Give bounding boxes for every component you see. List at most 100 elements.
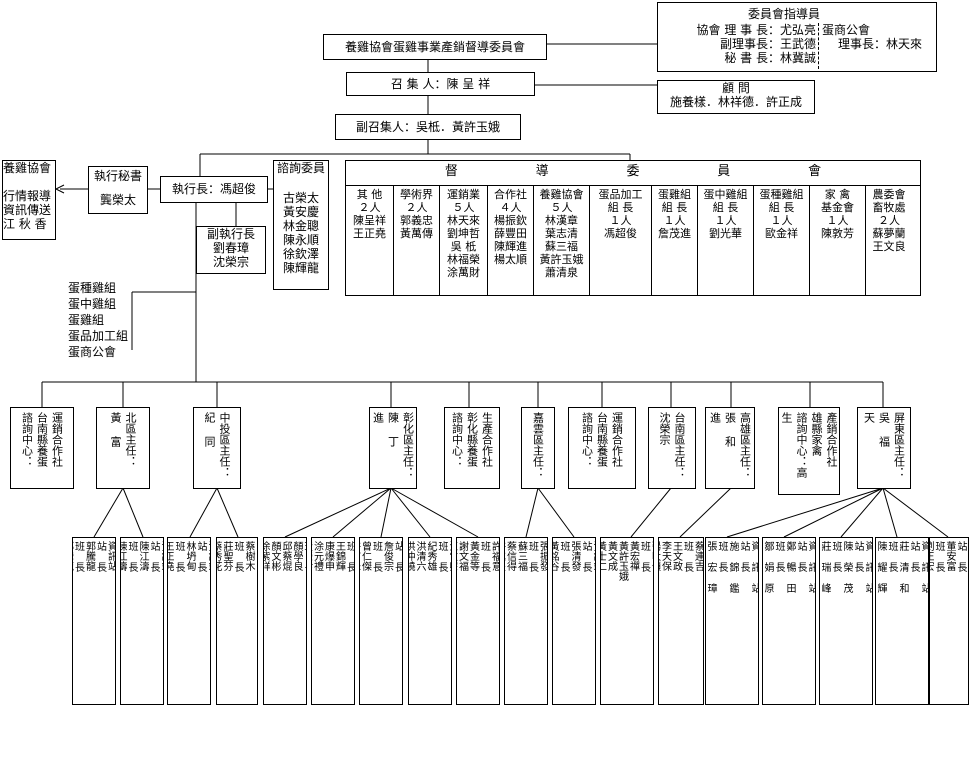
supervisory-header-char: 導 xyxy=(535,164,549,179)
station-box: 屏北二區資 訊 站站 長莊 清 和班 長陳 耀 輝郭 明 耀 xyxy=(875,537,929,705)
supervisory-entry: 組 長 xyxy=(712,201,739,214)
group-item: 蛋商公會 xyxy=(68,345,117,359)
region-text: 黃 富 xyxy=(109,412,122,447)
supervisory-entry: 葉志清 xyxy=(545,227,578,240)
consultant-names: 施養樣．林祥德．許正成 xyxy=(669,95,802,109)
station-text: 詹俊宗 xyxy=(381,541,393,571)
station-text: 站 長 xyxy=(704,541,705,704)
region-box: 生產合作社彰化縣養蛋諮詢中心： xyxy=(444,407,500,489)
station-text: 莊聖芬 xyxy=(221,541,232,571)
deputy-exec-name: 沈榮宗 xyxy=(212,255,249,269)
association-line: 行情報導 xyxy=(3,189,52,203)
station-text: 黃宏禪 xyxy=(627,541,639,571)
supervisory-entry: ５人 xyxy=(452,201,475,214)
region-text: 進 xyxy=(708,412,722,423)
supervisory-entry: 楊太順 xyxy=(494,253,527,266)
supervisory-entry: 郭義忠 xyxy=(400,214,433,227)
groups-list: 蛋種雞組 蛋中雞組 蛋雞組 蛋品加工組 蛋商公會 xyxy=(68,280,128,360)
supervisory-entry: 蕭清泉 xyxy=(545,266,578,279)
supervisory-entry: 畜牧處 xyxy=(872,201,906,214)
supervisory-entry: 運銷業 xyxy=(447,188,480,201)
supervisory-entry: 農委會 xyxy=(872,188,906,201)
supervisory-header-char: 督 xyxy=(444,164,458,179)
consult-members-title: 諮詢委員 xyxy=(276,161,325,175)
supervisory-header: 督 導 委 員 會 xyxy=(346,165,920,181)
region-text: 生 xyxy=(780,412,793,423)
station-text: 陳江濤 xyxy=(120,541,126,571)
station-text: 資 訊 站 xyxy=(749,541,759,593)
station-text: 班 長 xyxy=(232,541,243,572)
region-text: 天 xyxy=(862,412,876,423)
region-text: 張 和 xyxy=(723,412,737,447)
station-text: 站 長 xyxy=(580,541,591,572)
station-text: 張 宏 璋 xyxy=(705,541,716,593)
supervisory-entry: １人 xyxy=(770,214,793,227)
supervisory-entry: 家 禽 xyxy=(824,188,851,201)
station-text: 陳 耀 輝 xyxy=(875,541,886,593)
region-box: 產銷合作社雄縣家禽諮詢中心：高生 xyxy=(778,407,840,495)
supervisory-entry: 蛋品加工 xyxy=(598,188,643,201)
association-box: 養雞協會 行情報導 資訊傳送 江 秋 香 xyxy=(2,160,56,240)
station-text: 站 長 xyxy=(738,541,749,572)
station-text: 曾仁傑 xyxy=(359,541,371,571)
supervisory-entry: 陳敦芳 xyxy=(821,227,854,240)
station-text: 蔡樹木 xyxy=(243,541,254,571)
convener: 召 集 人：陳 呈 祥 xyxy=(346,72,535,96)
station-text: 郭騰龍 xyxy=(83,541,95,571)
station-text: 班 長 xyxy=(173,541,184,572)
station-text: 站 長 xyxy=(254,541,258,572)
exec-director: 執行長：馮超俊 xyxy=(160,176,268,203)
station-text: 許福意 xyxy=(489,541,500,571)
supervisory-entry: 蛋中雞組 xyxy=(703,188,748,201)
supervisory-entry: 養雞協會 xyxy=(539,188,584,201)
station-text: 站 長 xyxy=(795,541,806,572)
region-text: 北區主任： xyxy=(124,412,137,467)
station-box: 彰東區資訊站站 長顏俊藤班 長顏學良邱蔡焜顏文彬涂紫祥顏水溢董燦杰邱石崇溫傳增 xyxy=(263,537,307,705)
station-text: 王錦輝 xyxy=(333,541,345,571)
advisor-line: 協會 理 事 長：尤弘亮 xyxy=(696,23,816,37)
station-text: 班 長 xyxy=(126,541,137,572)
region-text: 紀 同 xyxy=(203,412,216,447)
station-text: 紀秀雄 xyxy=(425,541,436,571)
supervisory-entry: 涂萬財 xyxy=(447,266,480,279)
supervisory-entry: 楊振欽 xyxy=(494,214,527,227)
station-text: 站 長 xyxy=(908,541,919,572)
region-text: 雄縣家禽 xyxy=(810,412,823,456)
station-text: 班 長 xyxy=(933,541,944,572)
region-text: 進 xyxy=(371,412,385,423)
station-text: 班 長 xyxy=(716,541,727,572)
region-text: 屏東區主任： xyxy=(892,412,906,478)
consult-member: 林金聰 xyxy=(282,219,319,233)
supervisory-header-char: 委 xyxy=(626,164,640,179)
station-text: 資 訊 站 xyxy=(806,541,816,593)
region-box: 屏東區主任：吳 福天 xyxy=(857,407,911,489)
station-text: 董安富 xyxy=(944,541,955,571)
supervisory-entry: ２人 xyxy=(878,214,900,227)
station-text: 涂紫祥 xyxy=(263,541,269,571)
station-text: 林坍甸 xyxy=(184,541,195,571)
advisor-line: 理事長：林天來 xyxy=(838,37,923,51)
station-text: 班 長 xyxy=(886,541,897,572)
advisors-divider xyxy=(818,23,819,69)
supervisory-entry: 其 他 xyxy=(356,188,383,201)
consult-member: 陳輝龍 xyxy=(282,261,319,275)
station-box: 高 雄資訊站站 長蔡連吉班 長王文政李天保楊太順蘇仁坤葉志清 xyxy=(658,537,704,705)
exec-secretary-name: 龔榮太 xyxy=(99,193,136,207)
station-text: 涂元禮 xyxy=(311,541,323,571)
supervisory-entry: 組 長 xyxy=(661,201,688,214)
supervisory-entry: 詹茂進 xyxy=(658,227,691,240)
region-text: 陳 丁 xyxy=(386,412,400,447)
group-item: 蛋雞組 xyxy=(68,313,105,327)
deputy-exec-name: 劉春璋 xyxy=(212,241,249,255)
region-text: 吳 福 xyxy=(877,412,891,447)
supervisory-entry: 組 長 xyxy=(607,201,634,214)
station-text: 站 長 xyxy=(392,541,403,572)
